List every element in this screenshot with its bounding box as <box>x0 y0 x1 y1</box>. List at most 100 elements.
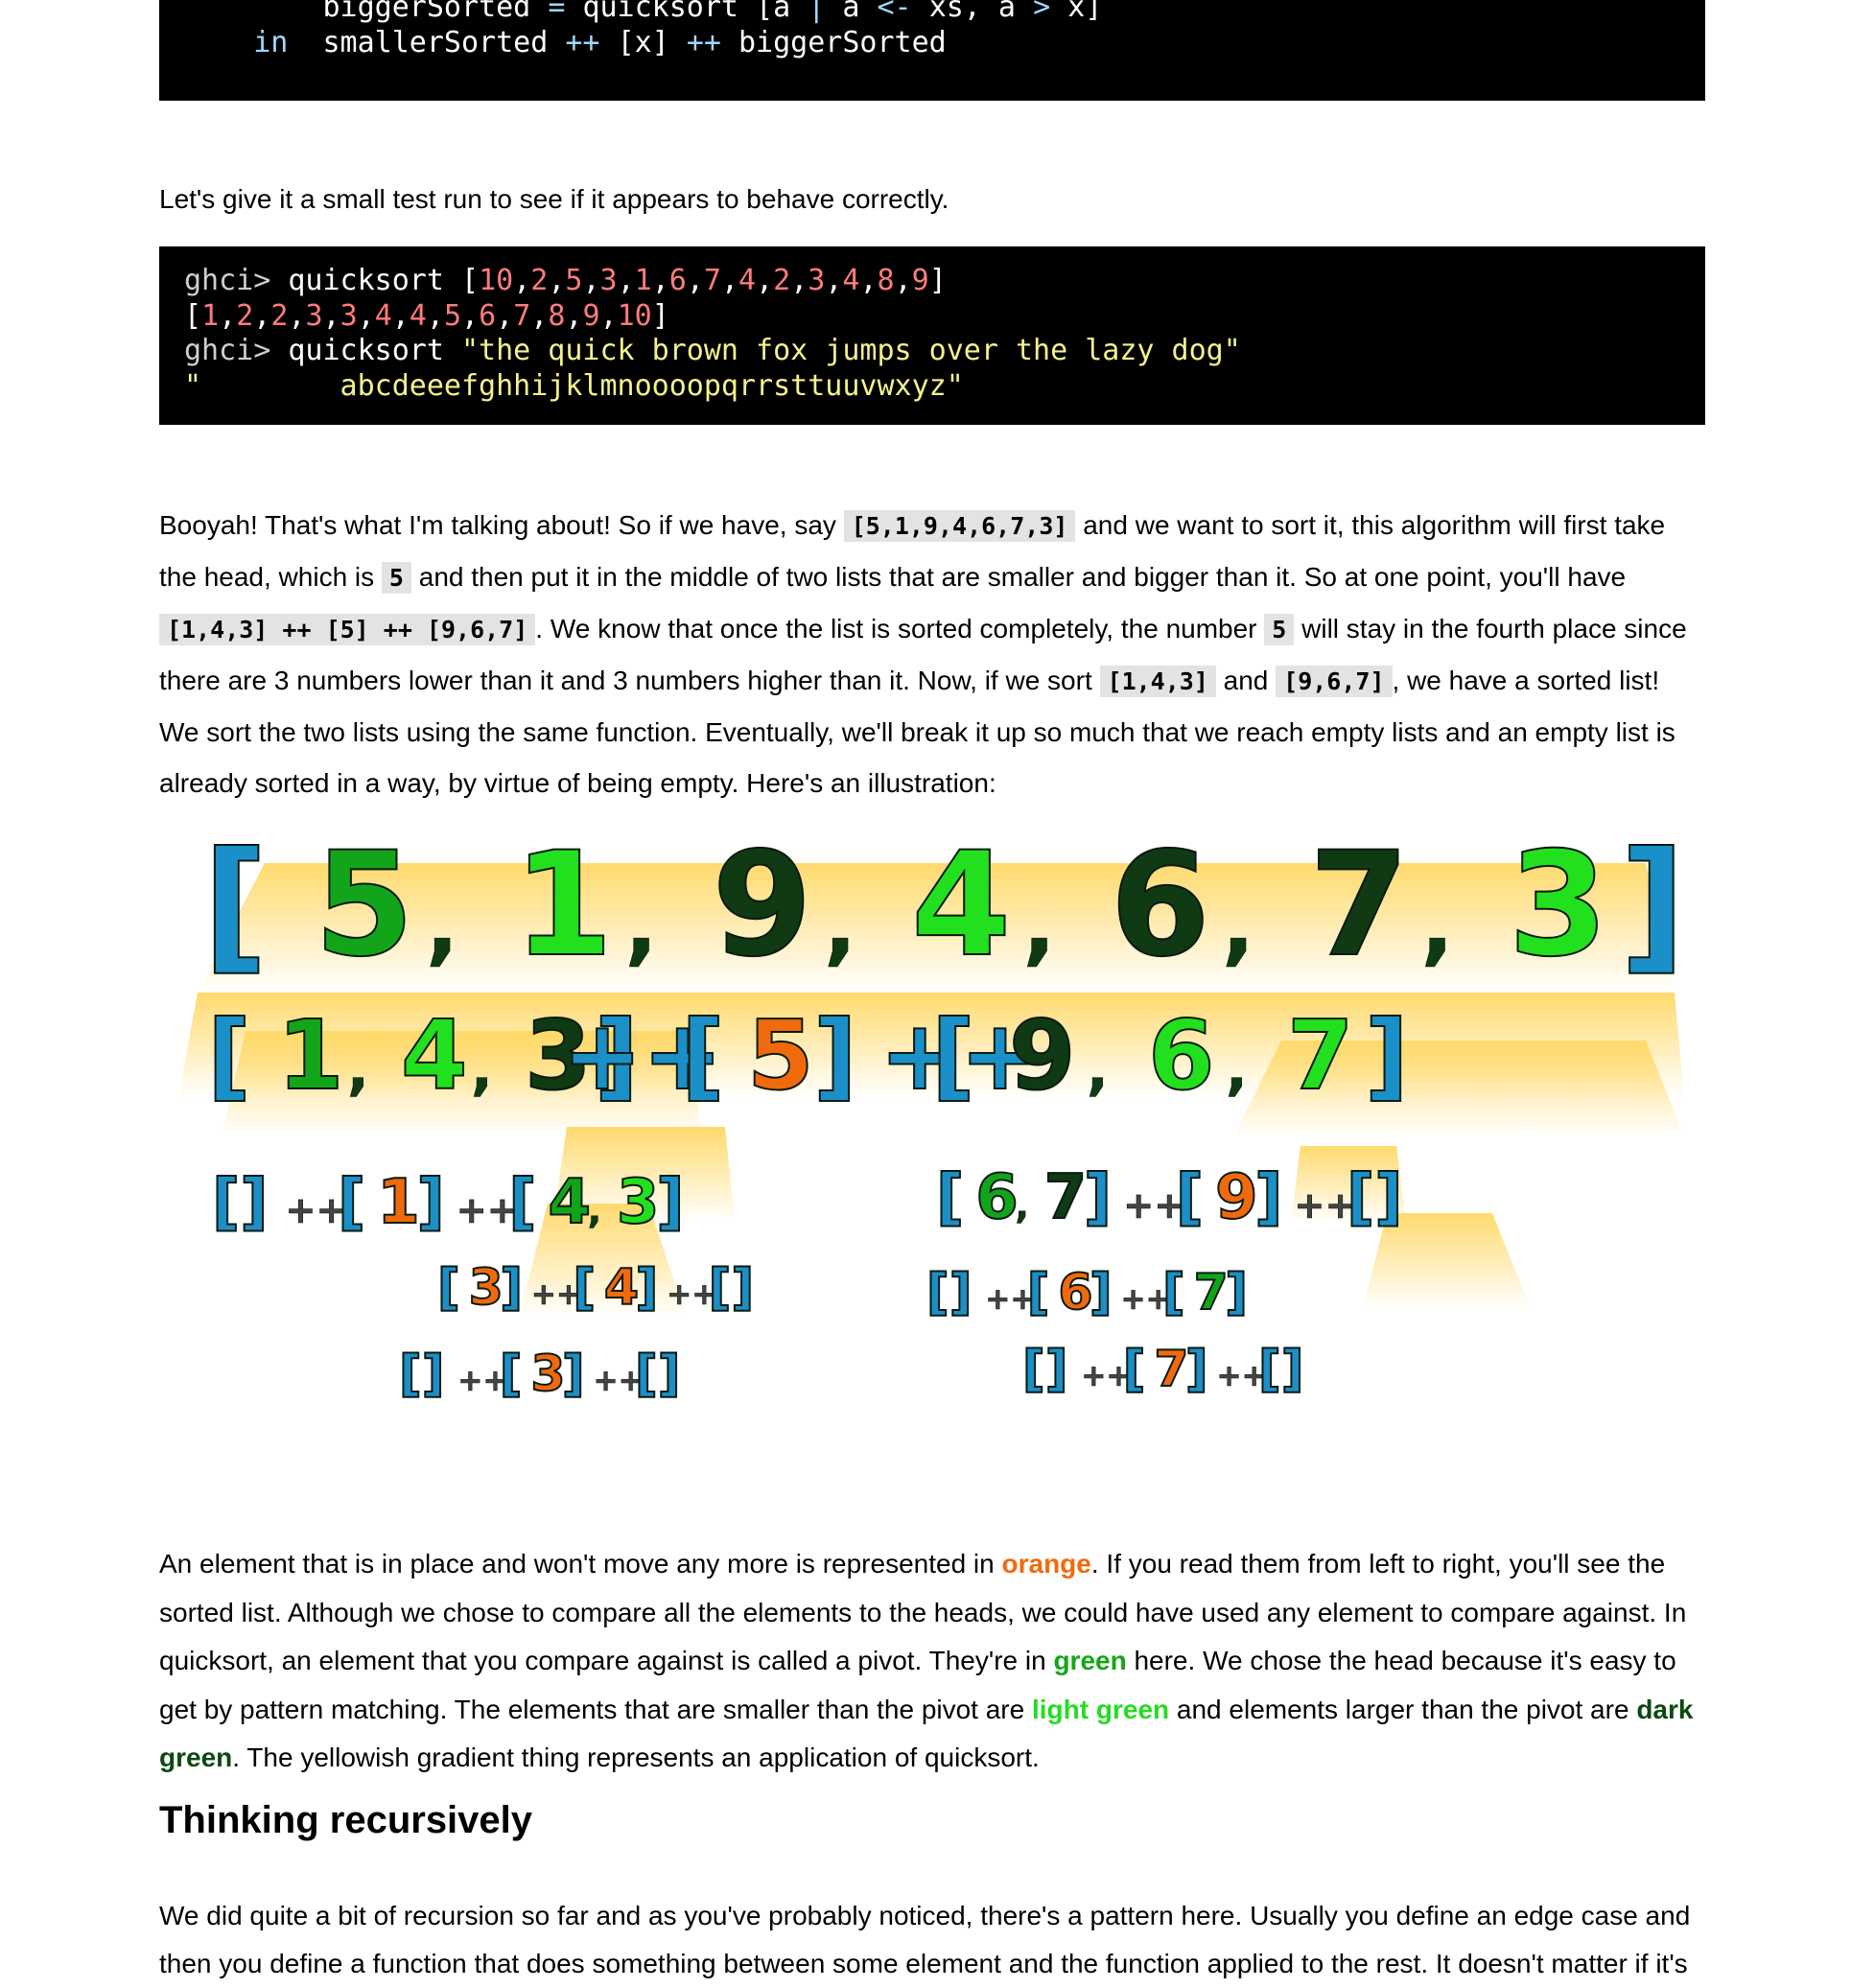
row4-left-token-1: 3 <box>469 1259 504 1317</box>
row4-left-token-3: ++ <box>531 1277 581 1312</box>
row1-token-12: , <box>1421 875 1454 975</box>
row3-left-token-9: 3 <box>617 1167 660 1238</box>
orange-label: orange <box>1001 1549 1091 1579</box>
row3-right-token-2: , <box>1015 1184 1029 1228</box>
paragraph-booyah: Booyah! That's what I'm talking about! S… <box>159 510 1687 798</box>
inline-code: [1,4,3] <box>1099 666 1216 697</box>
row4-right-token-4: ] <box>1090 1264 1113 1321</box>
row2-mid-token-4: ++ <box>879 999 1041 1111</box>
row4-left-token-8: [] <box>709 1259 755 1317</box>
row5-right-token-5: ++ <box>1217 1359 1267 1393</box>
row2-left-token-0: [ <box>207 999 251 1111</box>
row3-right-token-5: ++ <box>1123 1184 1184 1228</box>
row2-left-token-5: 3 <box>525 999 592 1111</box>
row3-right-token-1: 6 <box>975 1162 1019 1233</box>
gradient-right-4 <box>1363 1213 1531 1309</box>
light-green-label: light green <box>1032 1694 1170 1724</box>
row3-right-token-3: 7 <box>1044 1162 1088 1233</box>
row3-left-token-6: [ <box>508 1167 536 1238</box>
inline-code: [5,1,9,4,6,7,3] <box>843 510 1076 542</box>
row1-token-10: , <box>1222 875 1254 975</box>
row2-right-token-1: 9 <box>1009 999 1076 1111</box>
row1-token-9: 6 <box>1111 822 1210 989</box>
row1-token-3: 1 <box>513 822 613 989</box>
row5-left-token-2: [ <box>500 1345 523 1403</box>
row3-right-token-8: ] <box>1254 1162 1282 1233</box>
row5-left-token-3: 3 <box>530 1345 565 1403</box>
code-block-quicksort: biggerSorted = quicksort [a | a <- xs, a… <box>159 0 1705 101</box>
quicksort-application-gradients <box>178 863 1684 1319</box>
row2-mid-token-2: 5 <box>747 999 814 1111</box>
row3-left-token-0: [] <box>212 1167 269 1238</box>
section-heading-thinking-recursively: Thinking recursively <box>159 1799 533 1841</box>
row4-left-token-7: ++ <box>667 1277 716 1312</box>
row1-token-5: 9 <box>713 822 812 989</box>
row1-token-2: , <box>426 875 458 975</box>
illustration-glyphs: [5,1,9,4,6,7,3][1,4,3]++[5]++[9,6,7][]++… <box>201 821 1684 1404</box>
row2-right-token-4: , <box>1226 1036 1248 1103</box>
row1-token-1: 5 <box>315 822 414 989</box>
row2-right-token-5: 7 <box>1287 999 1354 1111</box>
gradient-right-2 <box>1233 1041 1684 1136</box>
row1-token-11: 7 <box>1309 822 1409 989</box>
row3-right-token-4: ] <box>1084 1162 1112 1233</box>
row2-mid-token-3: ] <box>813 999 857 1111</box>
row5-right-token-6: [] <box>1258 1341 1304 1398</box>
row5-right-token-0: [] <box>1022 1341 1068 1398</box>
gradient-right-3 <box>1291 1146 1406 1223</box>
ghci-output-list: [1,2,2,3,3,4,4,5,6,7,8,9,10] <box>184 298 669 333</box>
row4-left-token-0: [ <box>437 1259 460 1317</box>
row4-left-token-6: ] <box>636 1259 659 1317</box>
row4-right-token-3: 6 <box>1058 1264 1092 1321</box>
row2-right-token-0: [ <box>931 999 975 1111</box>
row4-right-token-1: ++ <box>985 1282 1035 1317</box>
row3-right-token-10: [] <box>1347 1162 1403 1233</box>
paragraph-color-legend: An element that is in place and won't mo… <box>159 1549 1694 1773</box>
inline-code: [1,4,3] ++ [5] ++ [9,6,7] <box>159 614 536 645</box>
row3-right-token-0: [ <box>936 1162 964 1233</box>
inline-code: [9,6,7] <box>1276 666 1393 697</box>
paragraph-test-run: Let's give it a small test run to see if… <box>159 184 949 214</box>
row4-right-token-5: ++ <box>1121 1282 1171 1317</box>
row4-left-token-4: [ <box>573 1259 596 1317</box>
row3-left-token-1: ++ <box>285 1189 346 1232</box>
row3-left-token-4: ] <box>416 1167 444 1238</box>
inline-code: 5 <box>381 562 411 594</box>
row3-right-token-6: [ <box>1176 1162 1204 1233</box>
dark-green-label: dark green <box>159 1694 1694 1773</box>
row2-right-token-3: 6 <box>1148 999 1215 1111</box>
row5-right-token-3: 7 <box>1154 1341 1188 1398</box>
row5-right-token-1: ++ <box>1081 1359 1131 1393</box>
row4-left-token-2: ] <box>500 1259 523 1317</box>
gradient-left-2 <box>222 1031 701 1136</box>
row1-token-6: , <box>824 875 856 975</box>
row5-right-token-4: ] <box>1185 1341 1208 1398</box>
row2-right-token-6: ] <box>1365 999 1409 1111</box>
gradient-left-3 <box>552 1127 735 1223</box>
gradient-level-1 <box>198 863 1675 993</box>
row2-left-token-4: , <box>471 1036 493 1103</box>
code-block-ghci: ghci> quicksort [10,2,5,3,1,6,7,4,2,3,4,… <box>159 246 1705 425</box>
row4-right-token-7: 7 <box>1194 1264 1229 1321</box>
row4-left-token-5: 4 <box>604 1259 639 1317</box>
row4-right-token-6: [ <box>1162 1264 1185 1321</box>
row3-right-token-7: 9 <box>1215 1162 1258 1233</box>
row2-left-token-3: 4 <box>401 999 468 1111</box>
gradient-left-4 <box>519 1204 687 1319</box>
row1-token-14: ] <box>1620 822 1684 989</box>
row5-left-token-4: ] <box>562 1345 585 1403</box>
row5-left-token-5: ++ <box>594 1364 644 1398</box>
row2-left-token-1: 1 <box>277 999 344 1111</box>
green-label: green <box>1053 1646 1127 1675</box>
row1-token-7: 4 <box>911 822 1011 989</box>
inline-code: 5 <box>1264 614 1295 645</box>
row3-right-token-9: ++ <box>1294 1184 1355 1228</box>
row5-left-token-6: [] <box>635 1345 681 1403</box>
row3-left-token-8: , <box>588 1189 602 1232</box>
row4-right-token-0: [] <box>926 1264 972 1321</box>
row1-token-0: [ <box>202 822 269 989</box>
row3-left-token-7: 4 <box>548 1167 591 1238</box>
row5-left-token-1: ++ <box>457 1364 507 1398</box>
row3-left-token-3: 1 <box>377 1167 420 1238</box>
